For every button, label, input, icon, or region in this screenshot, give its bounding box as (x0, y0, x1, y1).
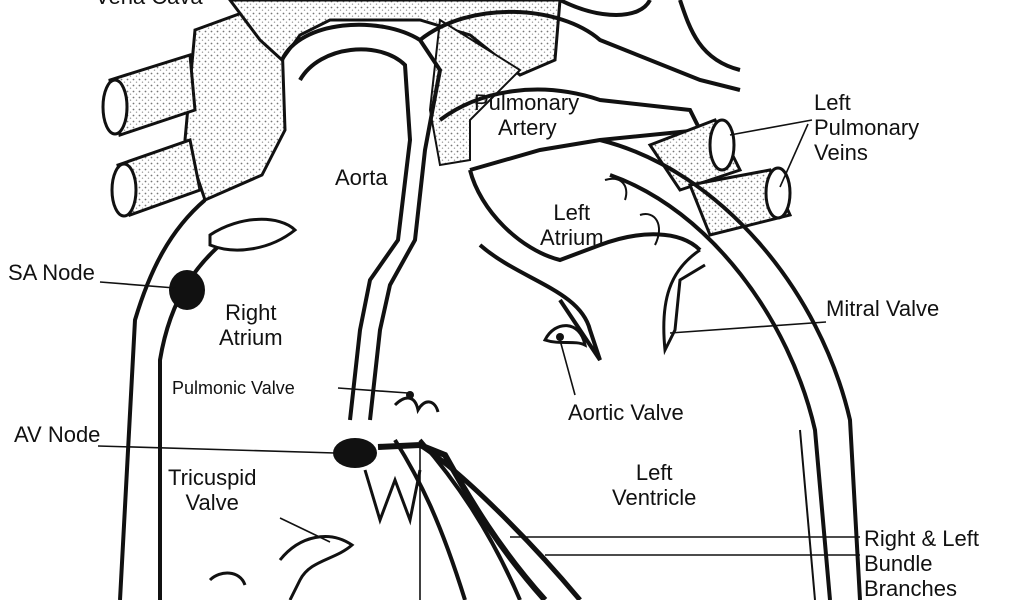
pulmonary-artery-label: Pulmonary Artery (474, 90, 580, 140)
aorta-inner-wall (298, 47, 413, 421)
brachiocephalic-vein-opening (101, 78, 129, 136)
pulmonary-vein-ostium-1 (604, 177, 628, 201)
aorta-label: Aorta (335, 165, 388, 190)
aortic-valve-label: Aortic Valve (568, 400, 684, 425)
pulmonary-artery-branch (559, 0, 741, 72)
tricuspid-leaflet-upper (363, 469, 422, 526)
pulmonic-valve-leaflets (393, 396, 440, 415)
pulmonary-trunk (428, 18, 522, 167)
left-atrium-floor (478, 243, 602, 362)
aorta-wall (280, 22, 443, 421)
pulmonic-valve-label: Pulmonic Valve (172, 378, 295, 398)
myocardium-line (799, 429, 816, 600)
bundle-branches-label: Right & Left Bundle Branches (864, 526, 979, 600)
interatrial-septum (468, 169, 702, 263)
interventricular-septum (393, 438, 467, 600)
left-pulmonary-vein-upper-opening (708, 118, 736, 172)
sa-node-label: SA Node (8, 260, 95, 285)
right-atrium-label: Right Atrium (219, 300, 283, 350)
left-bundle-branch (418, 442, 582, 600)
aortic-valve-leaflet (542, 324, 588, 348)
right-bundle-branch (377, 441, 548, 600)
heart-outer-wall-left (599, 138, 862, 600)
left-pulmonary-vein-lower-opening (764, 166, 792, 220)
papillary-muscle (208, 571, 247, 586)
mitral-valve-leaflet (662, 248, 706, 356)
left-pulmonary-veins-label: Left Pulmonary Veins (814, 90, 920, 165)
sa-node-marker (169, 270, 205, 310)
pulmonary-vein-ostium-2 (639, 213, 660, 246)
left-atrium-label: Left Atrium (540, 200, 604, 250)
right-atrium-opening (208, 217, 298, 252)
leader-lines (97, 119, 860, 600)
heart-outer-wall (118, 198, 207, 600)
av-node-label: AV Node (14, 422, 101, 447)
mitral-valve-label: Mitral Valve (826, 296, 940, 321)
left-ventricle-label: Left Ventricle (612, 460, 697, 510)
pulmonary-artery-wall (418, 9, 741, 92)
heart-inner-wall-left (609, 173, 832, 600)
tricuspid-leaflet-lower (278, 535, 355, 600)
aortic-arch (228, 0, 562, 77)
azygos-vein-opening (110, 162, 138, 218)
pulmonary-artery-lower-wall (438, 87, 704, 172)
tricuspid-valve-label: Tricuspid Valve (168, 465, 257, 515)
vena-cava-label: Vena Cava (95, 0, 203, 9)
av-node-marker (333, 438, 377, 468)
